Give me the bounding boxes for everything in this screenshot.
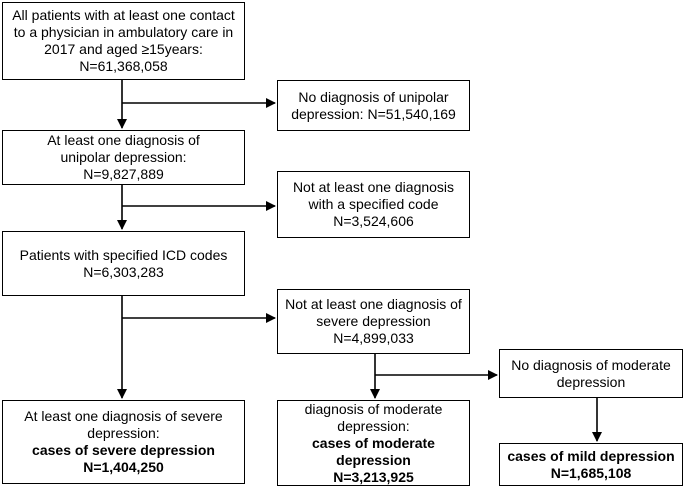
not-specified-line2: with a specified code xyxy=(308,196,439,212)
mild-count: N=1,685,108 xyxy=(550,464,632,481)
box-mild: cases of mild depression N=1,685,108 xyxy=(499,443,683,486)
unipolar-line2: unipolar depression: xyxy=(60,149,187,165)
all-patients-count: N=61,368,058 xyxy=(79,58,168,74)
mild-label: cases of mild depression xyxy=(507,447,675,464)
not-specified-line1: Not at least one diagnosis xyxy=(292,179,455,195)
all-patients-line1: All patients with at least one contact xyxy=(12,7,235,23)
no-moderate-line1: No diagnosis of moderate xyxy=(511,356,671,373)
unipolar-line1: At least one diagnosis of xyxy=(47,132,200,148)
box-no-moderate: No diagnosis of moderate depression xyxy=(499,349,683,398)
box-unipolar: At least one diagnosis of unipolar depre… xyxy=(2,130,245,185)
box-not-specified: Not at least one diagnosis with a specif… xyxy=(277,171,470,238)
moderate-label-2: depression xyxy=(336,451,411,468)
moderate-line2: depression: xyxy=(337,417,410,434)
box-not-severe: Not at least one diagnosis of severe dep… xyxy=(277,289,470,354)
severe-label: cases of severe depression xyxy=(32,442,215,458)
box-severe: At least one diagnosis of severe depress… xyxy=(2,400,245,484)
not-severe-line2: severe depression xyxy=(316,313,431,329)
specified-icd-count: N=6,303,283 xyxy=(83,263,164,280)
severe-line2: depression: xyxy=(87,425,160,441)
severe-count: N=1,404,250 xyxy=(83,459,164,475)
moderate-line1: diagnosis of moderate xyxy=(304,400,443,417)
box-specified-icd: Patients with specified ICD codes N=6,30… xyxy=(2,231,245,296)
box-no-unipolar: No diagnosis of unipolar depression: N=5… xyxy=(277,80,470,131)
box-all-patients: All patients with at least one contact t… xyxy=(2,2,245,80)
no-unipolar-line2: depression: N=51,540,169 xyxy=(291,105,456,122)
not-severe-count: N=4,899,033 xyxy=(333,330,414,346)
not-specified-count: N=3,524,606 xyxy=(333,213,414,229)
no-moderate-line2: depression xyxy=(556,373,626,390)
specified-icd-line1: Patients with specified ICD codes xyxy=(19,246,228,263)
all-patients-line3: 2017 and aged ≥15years: xyxy=(44,41,203,57)
unipolar-count: N=9,827,889 xyxy=(83,166,164,182)
severe-line1: At least one diagnosis of severe xyxy=(24,408,223,424)
moderate-count: N=3,213,925 xyxy=(333,468,414,485)
no-unipolar-line1: No diagnosis of unipolar xyxy=(298,88,449,105)
moderate-label-1: cases of moderate xyxy=(312,434,435,451)
box-moderate: diagnosis of moderate depression: cases … xyxy=(277,400,470,486)
all-patients-line2: to a physician in ambulatory care in xyxy=(13,24,234,40)
not-severe-line1: Not at least one diagnosis of xyxy=(285,296,462,312)
